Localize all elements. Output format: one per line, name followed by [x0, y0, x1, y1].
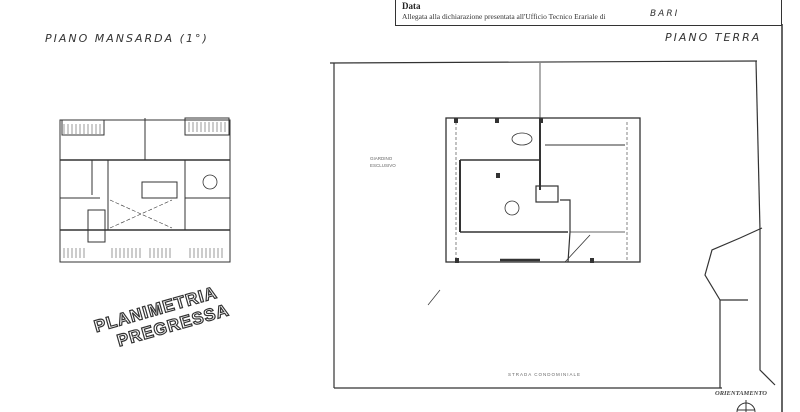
declaration-text: Allegata alla dichiarazione presentata a…	[402, 12, 606, 21]
city-value: BARI	[650, 9, 680, 19]
north-compass-icon	[736, 400, 756, 412]
garden-label: GIARDINO ESCLUSIVO	[370, 156, 396, 168]
attic-floor-plan	[59, 117, 231, 263]
date-label: Data	[402, 1, 421, 11]
lot-boundary	[329, 60, 776, 389]
declaration-box	[395, 0, 782, 26]
ground-floor-plan	[445, 117, 641, 263]
ground-plan-title: PIANO TERRA	[665, 31, 762, 44]
road-label: STRADA CONDOMINIALE	[508, 372, 582, 377]
attic-plan-title: PIANO MANSARDA (1°)	[45, 32, 209, 45]
orientation-label: ORIENTAMENTO	[715, 390, 767, 397]
